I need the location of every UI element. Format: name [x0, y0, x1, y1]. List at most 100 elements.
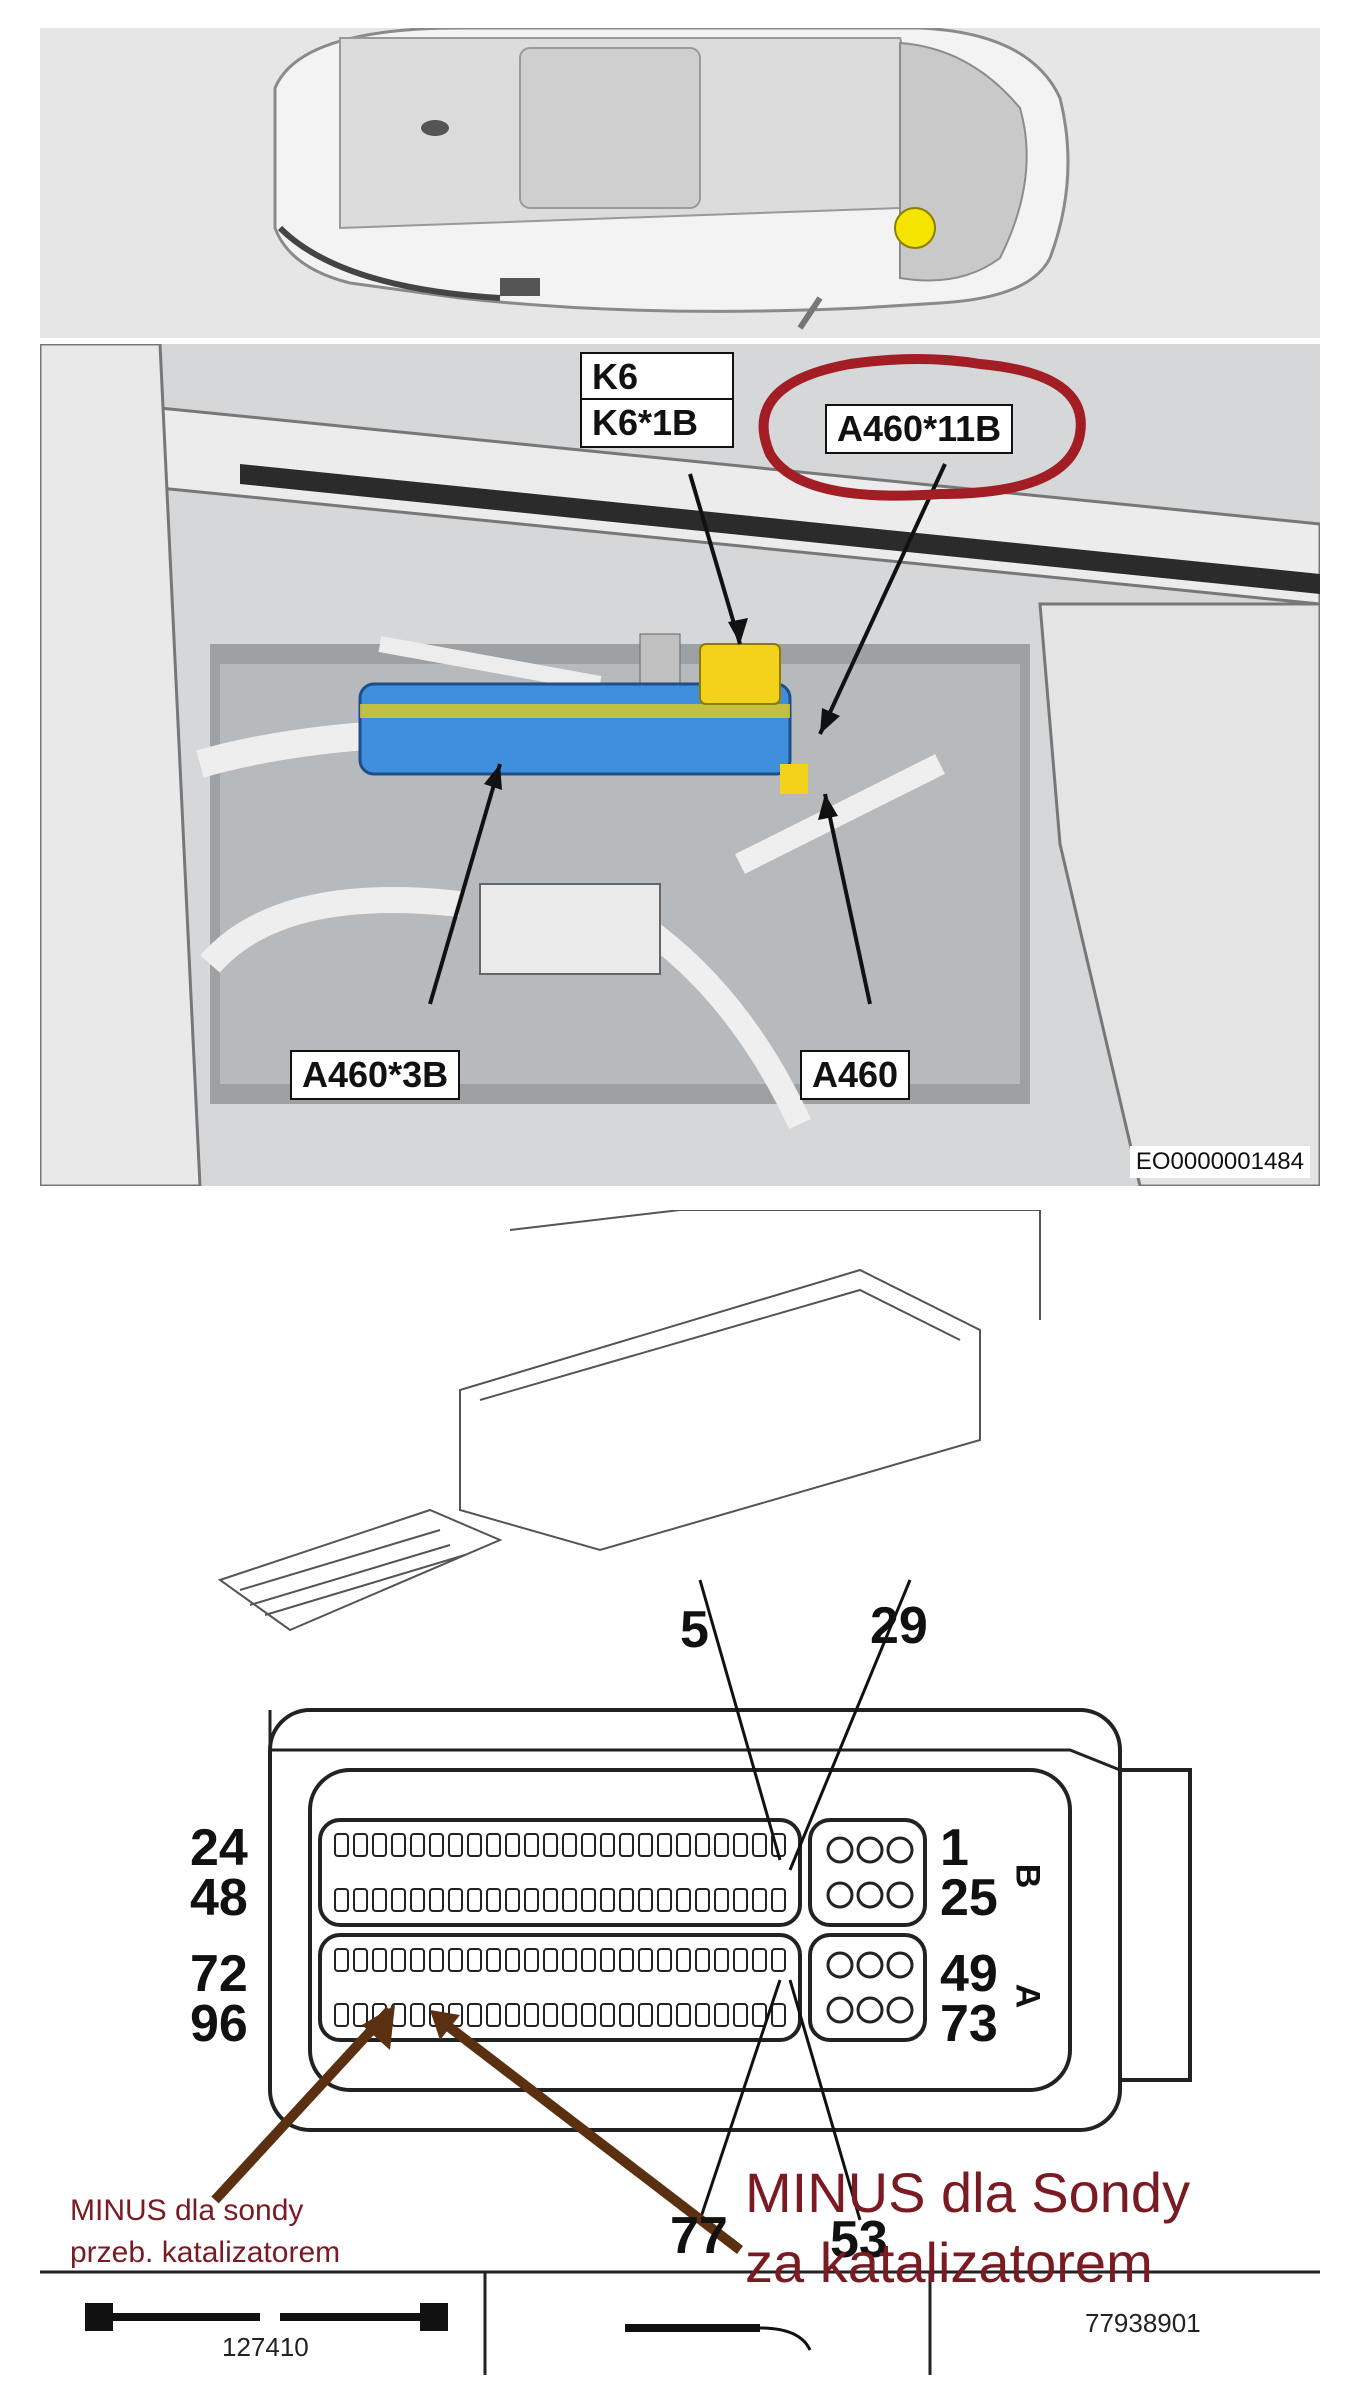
pin-label-1: 1 [940, 1819, 969, 1877]
pin-grid [334, 1833, 786, 2027]
pin-cavity [581, 2003, 596, 2027]
pin-cavity [486, 1833, 501, 1857]
pin-cavity [638, 1833, 653, 1857]
connector-drawing [40, 1210, 1320, 2375]
pin-cavity [695, 2003, 710, 2027]
callout-a460: A460 [800, 1050, 911, 1100]
part-number-3: 77938901 [1085, 2308, 1201, 2338]
pin-cavity [733, 1948, 748, 1972]
pin-cavity [695, 1948, 710, 1972]
pin-cavity [448, 1948, 463, 1972]
pin-cavity [638, 1948, 653, 1972]
pin-cavity [600, 1833, 615, 1857]
relay-k6 [699, 643, 781, 705]
location-marker-icon [894, 207, 936, 249]
pin-cavity [391, 1888, 406, 1912]
note-minus-after-line1: MINUS dla Sondy [745, 2161, 1191, 2224]
car-top-view-drawing [273, 28, 1070, 330]
pin-cavity [771, 1888, 786, 1912]
pin-cavity [429, 1888, 444, 1912]
pin-cavity [638, 2003, 653, 2027]
row-label-b: B [1008, 1863, 1047, 1889]
pin-cavity [410, 1948, 425, 1972]
pin-cavity [714, 1948, 729, 1972]
pin-cavity [543, 1833, 558, 1857]
engine-bay-drawing [40, 344, 1320, 1186]
pin-cavity [524, 1948, 539, 1972]
pin-cavity [676, 1888, 691, 1912]
pin-cavity [733, 2003, 748, 2027]
pin-cavity [657, 1948, 672, 1972]
pin-cavity [391, 1948, 406, 1972]
callout-k6: K6 [580, 352, 734, 400]
pin-cavity [467, 1948, 482, 1972]
callout-k6-1b: K6*1B [580, 398, 734, 448]
pin-cavity [562, 1888, 577, 1912]
pin-cavity [657, 2003, 672, 2027]
pin-cavity [562, 1948, 577, 1972]
pin-cavity [600, 2003, 615, 2027]
pin-cavity [543, 1948, 558, 1972]
pin-cavity [752, 1833, 767, 1857]
pin-cavity [676, 1948, 691, 1972]
row-label-a: A [1008, 1983, 1047, 2009]
pin-cavity [581, 1948, 596, 1972]
vehicle-location-view [40, 28, 1320, 338]
pin-cavity [714, 1833, 729, 1857]
pin-cavity [657, 1833, 672, 1857]
pin-cavity [752, 1888, 767, 1912]
pin-cavity [334, 1888, 349, 1912]
arrow-before-catalyst [211, 2006, 394, 2204]
figure-code: EO0000001484 [1129, 1146, 1310, 1178]
pin-cavity [752, 2003, 767, 2027]
pin-cavity [467, 2003, 482, 2027]
pin-cavity [771, 2003, 786, 2027]
pin-cavity [429, 1948, 444, 1972]
pin-label-53: 53 [830, 2211, 888, 2269]
pin-cavity [410, 1888, 425, 1912]
pin-cavity [505, 1948, 520, 1972]
pin-label-96: 96 [190, 1995, 248, 2053]
pin-cavity [562, 2003, 577, 2027]
pin-cavity [543, 2003, 558, 2027]
note-minus-after-line2: za katalizatorem [745, 2231, 1153, 2294]
pin-cavity [372, 1888, 387, 1912]
pin-label-73: 73 [940, 1995, 998, 2053]
pin-cavity [448, 1833, 463, 1857]
pin-cavity [600, 1948, 615, 1972]
pin-cavity [448, 1888, 463, 1912]
note-minus-before-line1: MINUS dla sondy [70, 2194, 304, 2227]
pin-cavity [714, 1888, 729, 1912]
pin-cavity [695, 1888, 710, 1912]
pin-cavity [600, 1888, 615, 1912]
pin-cavity [562, 1833, 577, 1857]
pin-cavity [353, 2003, 368, 2027]
pin-cavity [467, 1833, 482, 1857]
pin-cavity [619, 1888, 634, 1912]
pin-label-25: 25 [940, 1869, 998, 1927]
pin-cavity [334, 1948, 349, 1972]
pin-label-5: 5 [680, 1601, 709, 1659]
pin-cavity [505, 2003, 520, 2027]
pin-cavity [657, 1888, 672, 1912]
arrow-after-catalyst [436, 2016, 744, 2254]
pin-cavity [676, 2003, 691, 2027]
pin-label-49: 49 [940, 1945, 998, 2003]
pin-cavity [676, 1833, 691, 1857]
pin-cavity [391, 1833, 406, 1857]
pin-cavity [410, 2003, 425, 2027]
pin-label-29: 29 [870, 1597, 928, 1655]
pin-cavity [581, 1833, 596, 1857]
pin-cavity [524, 2003, 539, 2027]
pin-cavity [334, 2003, 349, 2027]
pin-cavity [524, 1888, 539, 1912]
pin-cavity [353, 1888, 368, 1912]
highlight-circle [758, 354, 1086, 501]
connector-view: 5 29 24 48 72 96 1 25 49 73 77 53 B A MI… [40, 1210, 1320, 2375]
pin-cavity [752, 1948, 767, 1972]
pin-cavity [733, 1833, 748, 1857]
callout-a460-3b: A460*3B [290, 1050, 461, 1100]
pin-cavity [695, 1833, 710, 1857]
engine-bay-view: K6 K6*1B A460*11B A460*3B A460 EO0000001… [40, 344, 1320, 1186]
pin-cavity [429, 1833, 444, 1857]
